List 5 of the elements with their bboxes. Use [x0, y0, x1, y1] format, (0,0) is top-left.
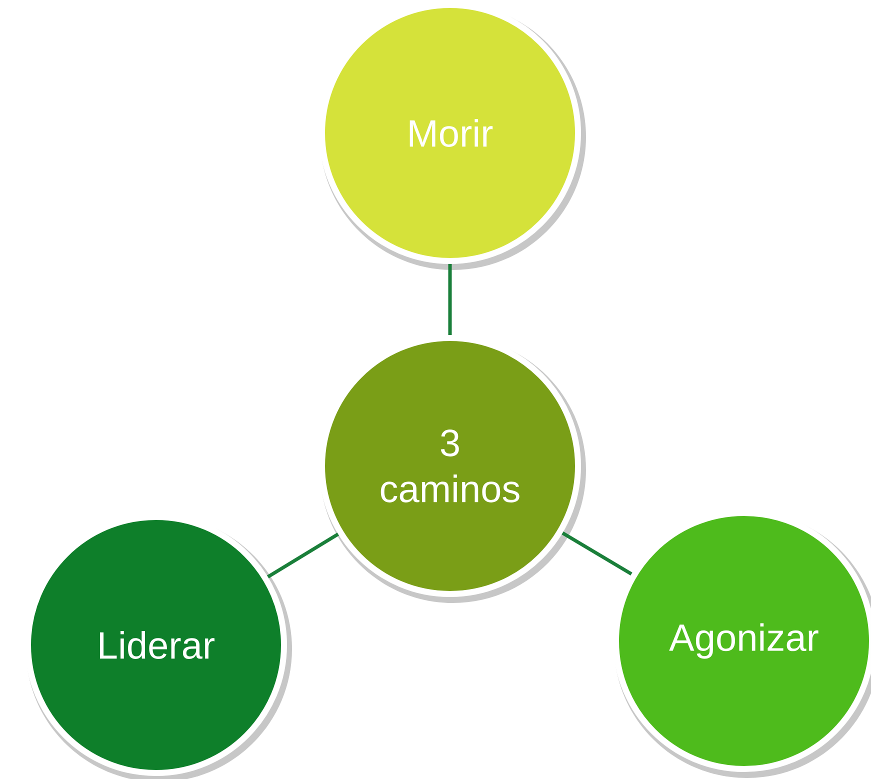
- connector-line: [562, 531, 632, 576]
- circle-node: 3 caminos: [319, 334, 586, 603]
- circle-node: Morir: [319, 2, 586, 270]
- connector-line: [448, 264, 452, 335]
- connector-line: [266, 532, 340, 578]
